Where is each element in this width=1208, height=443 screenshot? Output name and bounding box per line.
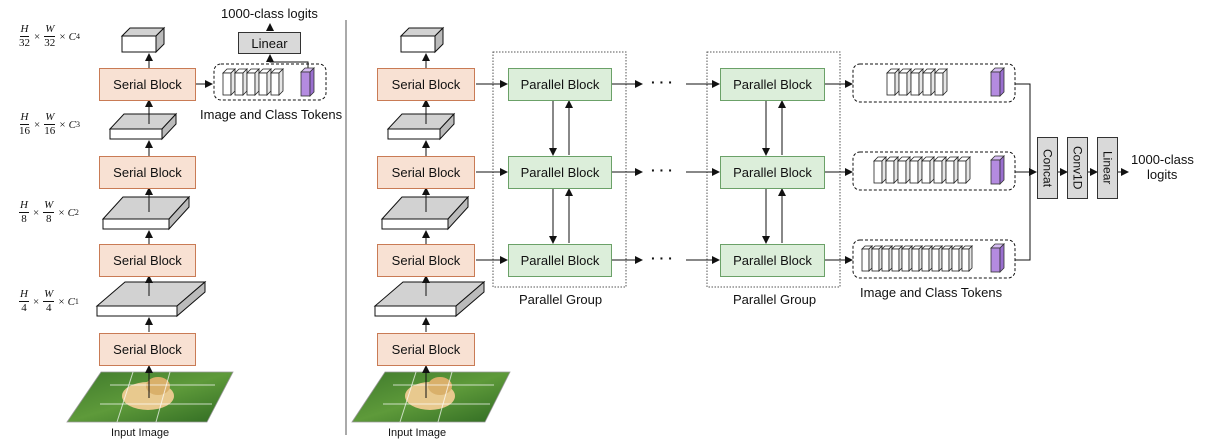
feature-map-c3-right [386, 112, 456, 141]
image-token-icon [873, 156, 887, 184]
image-token-icon [891, 245, 903, 272]
image-token-icon [861, 245, 873, 272]
feature-map-c2-right [380, 195, 470, 231]
image-token-icon [258, 68, 272, 96]
image-token-icon [885, 156, 899, 184]
linear-block-left: Linear [238, 32, 301, 54]
image-token-icon [941, 245, 953, 272]
parallel-group-label-2: Parallel Group [733, 292, 817, 307]
parallel-group-frame-2 [706, 51, 841, 288]
feature-map-c4-left [120, 26, 166, 54]
class-tokens-right [990, 67, 1005, 273]
feature-map-c1-left [95, 280, 207, 318]
serial-block-right-3: Serial Block [377, 156, 475, 189]
serial-block-left-2: Serial Block [99, 244, 196, 277]
image-token-icon [933, 156, 947, 184]
serial-block-right-1: Serial Block [377, 333, 475, 366]
image-token-icon [934, 68, 948, 96]
parallel-block-g1-r2: Parallel Block [508, 156, 612, 189]
parallel-group-label-1: Parallel Group [519, 292, 603, 307]
image-token-icon [886, 68, 900, 96]
image-token-icon [922, 68, 936, 96]
row-arrows [476, 80, 853, 264]
tokens-box-left [213, 63, 327, 101]
tokens-box-right-1 [852, 63, 1016, 103]
input-image-label-right: Input Image [388, 427, 447, 439]
feature-map-c4-right [399, 26, 445, 54]
image-token-icon [921, 156, 935, 184]
parallel-group-frame-1 [492, 51, 627, 288]
image-token-icon [961, 245, 973, 272]
image-token-icon [234, 68, 248, 96]
image-token-icon [270, 68, 284, 96]
class-token-left [300, 67, 315, 97]
tokens-box-right-2 [852, 151, 1016, 191]
image-token-icon [921, 245, 933, 272]
serial-block-left-3: Serial Block [99, 156, 196, 189]
serial-block-right-2: Serial Block [377, 244, 475, 277]
image-token-icon [951, 245, 963, 272]
logits-label-right-line1: 1000-class [1131, 152, 1194, 167]
parallel-block-g2-r2: Parallel Block [720, 156, 825, 189]
serial-block-left-4: Serial Block [99, 68, 196, 101]
tokens-label-right: Image and Class Tokens [860, 285, 1003, 300]
image-token-icon [222, 68, 236, 96]
parallel-block-g2-r3: Parallel Block [720, 244, 825, 277]
image-token-icon [898, 68, 912, 96]
parallel-block-g1-r1: Parallel Block [508, 68, 612, 101]
left-arrows [145, 23, 309, 398]
input-image-left [66, 371, 234, 423]
parallel-block-g2-r1: Parallel Block [720, 68, 825, 101]
cross-scale-arrows [549, 100, 786, 244]
feature-map-c2-left [101, 195, 191, 231]
conv1d-block: Conv1D [1067, 137, 1088, 199]
ellipsis-row-3: · · · [651, 250, 673, 266]
serial-block-left-1: Serial Block [99, 333, 196, 366]
ellipsis-row-2: · · · [651, 162, 673, 178]
tokens-label-left: Image and Class Tokens [200, 107, 343, 122]
image-token-icon [957, 156, 971, 184]
tokens-box-right-3 [852, 239, 1016, 279]
image-token-icon [871, 245, 883, 272]
input-image-label-left: Input Image [111, 427, 170, 439]
image-token-icon [881, 245, 893, 272]
image-token-icon [909, 156, 923, 184]
image-token-icon [901, 245, 913, 272]
concat-connectors [1015, 83, 1129, 261]
image-tokens-left [222, 68, 284, 96]
image-token-icon [246, 68, 260, 96]
image-tokens-right [861, 68, 973, 272]
image-token-icon [910, 68, 924, 96]
image-token-icon [931, 245, 943, 272]
logits-label-right-line2: logits [1147, 167, 1178, 182]
parallel-block-g1-r3: Parallel Block [508, 244, 612, 277]
image-token-icon [945, 156, 959, 184]
ellipsis-row-1: · · · [651, 74, 673, 90]
feature-map-c1-right [373, 280, 486, 318]
concat-block: Concat [1037, 137, 1058, 199]
image-token-icon [911, 245, 923, 272]
serial-block-right-4: Serial Block [377, 68, 475, 101]
input-image-right [351, 371, 511, 423]
feature-map-c3-left [108, 112, 178, 141]
logits-label-left: 1000-class logits [221, 6, 318, 21]
linear-block-right: Linear [1097, 137, 1118, 199]
image-token-icon [897, 156, 911, 184]
